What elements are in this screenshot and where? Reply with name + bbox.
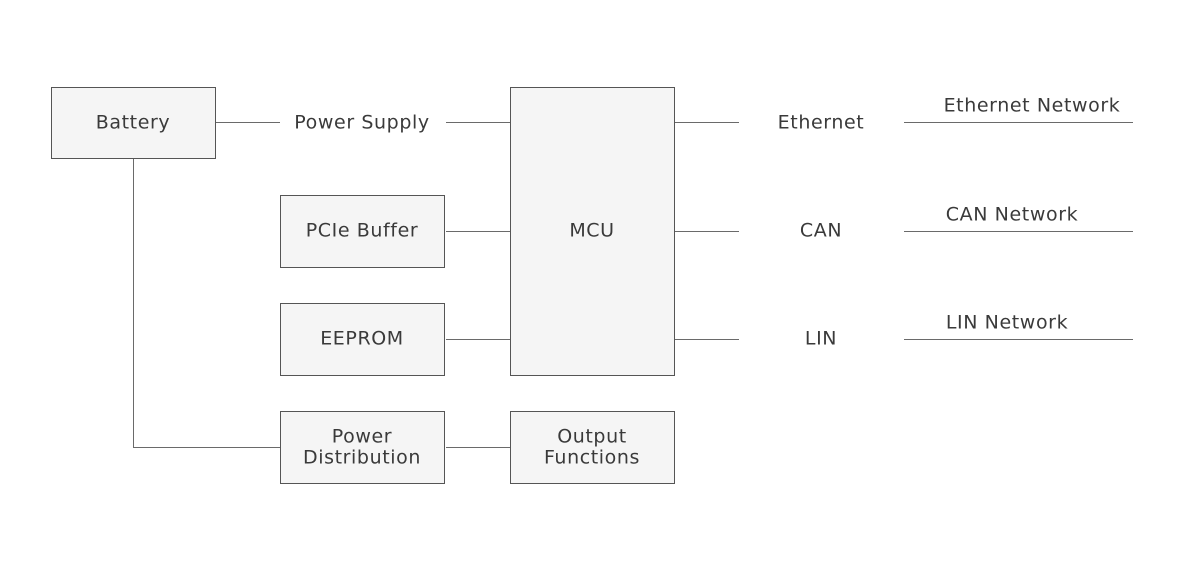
ethernet-label: Ethernet xyxy=(778,112,865,134)
eeprom-label: EEPROM xyxy=(320,328,404,350)
wire-battery-to-power-distribution xyxy=(133,159,280,448)
lin-label: LIN xyxy=(805,328,837,350)
connectors xyxy=(133,122,1133,448)
ethernet-network-label: Ethernet Network xyxy=(944,95,1121,117)
can-label: CAN xyxy=(800,220,842,242)
mcu-label: MCU xyxy=(569,220,614,242)
output-functions-label-line-2: Functions xyxy=(544,447,640,469)
power-distribution-block: Power Distribution xyxy=(280,411,445,484)
output-functions-label-line-1: Output xyxy=(557,426,627,448)
lin-network-label: LIN Network xyxy=(946,312,1068,334)
mcu-block: MCU xyxy=(510,87,675,376)
power-supply-label: Power Supply xyxy=(294,112,429,134)
pcie-buffer-block: PCIe Buffer xyxy=(280,195,445,268)
can-network-label: CAN Network xyxy=(946,204,1078,226)
output-functions-block: Output Functions xyxy=(510,411,675,484)
battery-label: Battery xyxy=(96,112,171,134)
battery-block: Battery xyxy=(51,87,216,159)
power-distribution-label-line-1: Power xyxy=(332,426,392,448)
pcie-buffer-label: PCIe Buffer xyxy=(306,220,419,242)
eeprom-block: EEPROM xyxy=(280,303,445,376)
power-distribution-label-line-2: Distribution xyxy=(303,447,421,469)
